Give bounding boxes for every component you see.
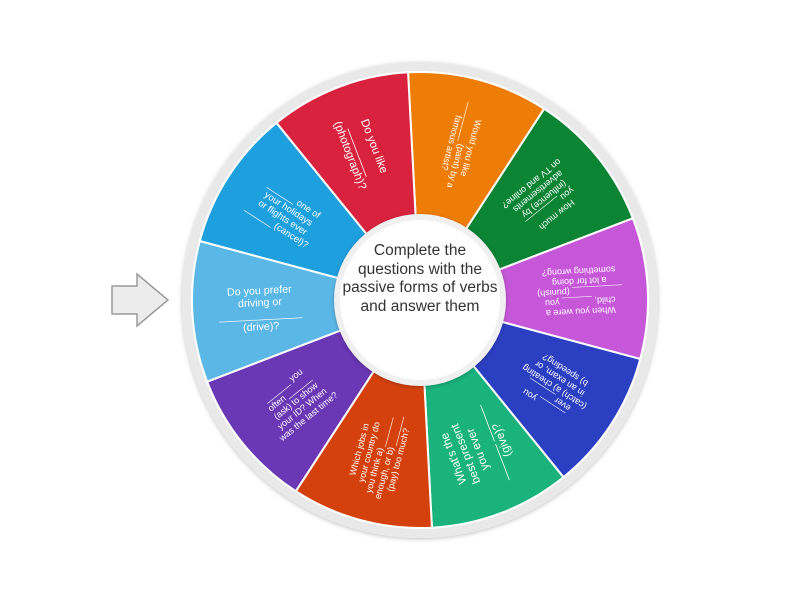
center-instruction: Complete the questions with the passive … [342,242,498,315]
segment-label-line: Do you prefer [227,283,293,298]
segment-label-line: driving or [238,296,283,310]
wheel-segment-3[interactable] [416,216,650,361]
wheel-segment-8[interactable] [190,239,424,384]
segment-label-line: ______________ [218,307,304,323]
segment-label-3: When you were achild, ______ you________… [536,264,625,319]
pointer-arrow-icon [111,272,170,328]
segment-label-text: Do you preferdriving or______________(dr… [216,283,304,335]
segment-label-line: __________ (punish) [537,284,623,298]
segment-label-6: Which jobs inyour country doyou think a)… [343,406,414,503]
segment-label-line: something wrong? [542,264,616,278]
segment-label-text: When you were achild, ______ you________… [536,264,625,319]
segment-label-8: Do you preferdriving or______________(dr… [216,283,304,335]
wheel-hub [340,220,500,380]
segment-label-line: When you were a [546,305,616,319]
segment-label-line: a lot for doing [552,275,607,288]
segment-label-text: Which jobs inyour country doyou think a)… [343,406,414,503]
segment-label-line: child, ______ you [545,295,616,309]
segment-label-line: (drive)? [243,320,280,334]
